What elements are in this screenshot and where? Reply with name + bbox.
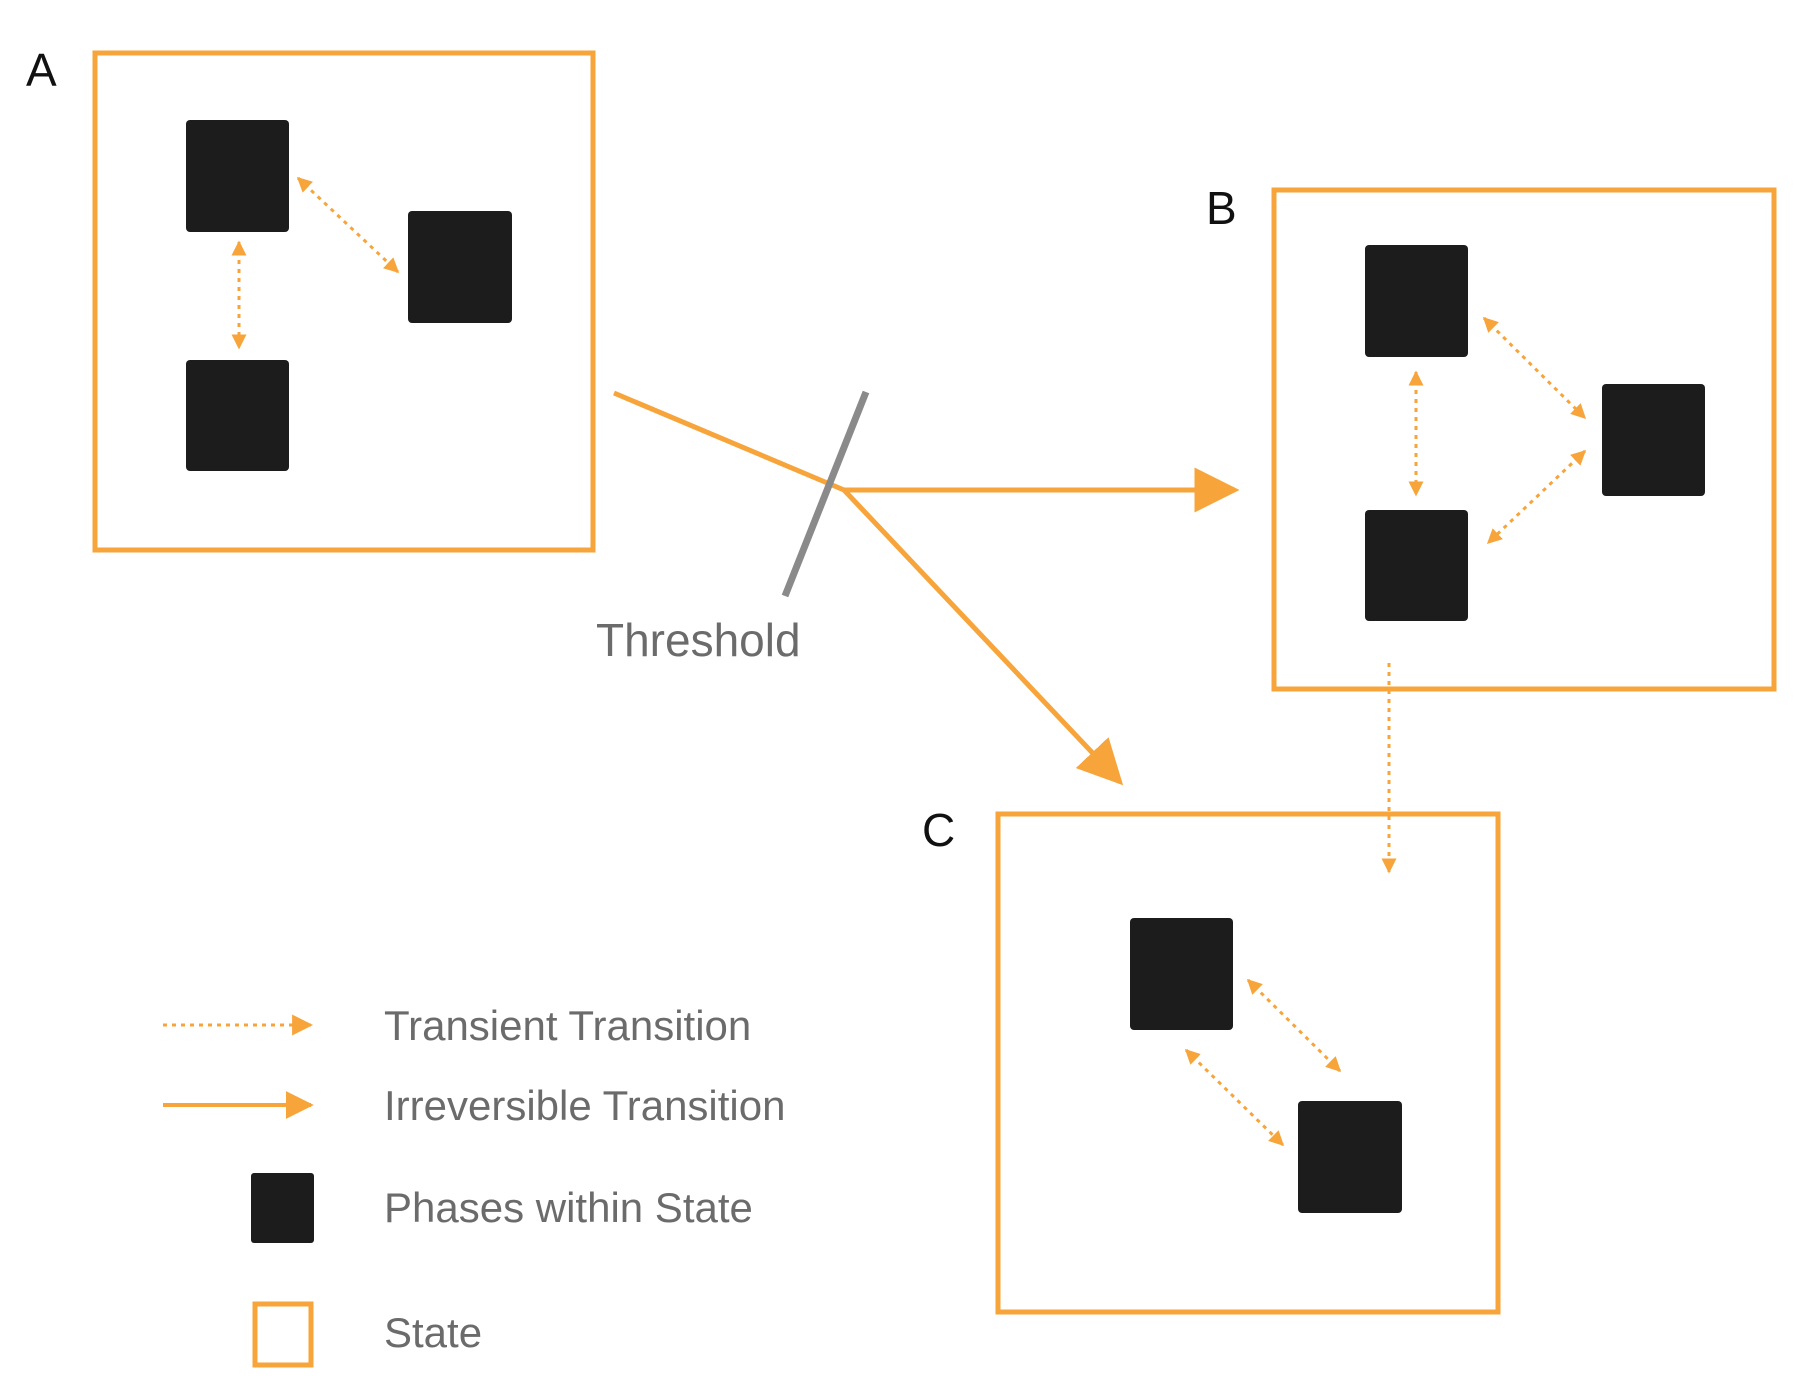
legend-state-label: State: [384, 1309, 482, 1356]
state-b-phase-2: [1602, 384, 1705, 496]
state-a-phase-1: [186, 120, 289, 232]
legend-irreversible-label: Irreversible Transition: [384, 1082, 785, 1129]
transient-arrow-b-1-2: [1482, 316, 1587, 420]
legend-phases-label: Phases within State: [384, 1184, 753, 1231]
state-a-label: A: [26, 44, 57, 96]
legend-state-icon: [252, 1301, 314, 1368]
legend-transient-label: Transient Transition: [384, 1002, 751, 1049]
threshold-bar: [781, 390, 870, 598]
state-a-phase-3: [186, 360, 289, 471]
legend-phase-icon: [251, 1173, 314, 1243]
transient-arrow-c-1-2a: [1246, 978, 1342, 1073]
state-a: [92, 50, 596, 553]
transient-arrow-b-2-3: [1486, 449, 1587, 545]
legend: Transient Transition Irreversible Transi…: [163, 1002, 785, 1368]
state-c-box: [995, 811, 1501, 1315]
state-b-phase-1: [1365, 245, 1468, 357]
state-c-phase-2: [1298, 1101, 1402, 1213]
state-c: [995, 811, 1501, 1315]
state-b: [1271, 187, 1777, 692]
state-b-phase-3: [1365, 510, 1468, 621]
state-a-phase-2: [408, 211, 512, 323]
state-b-label: B: [1206, 182, 1237, 234]
state-c-label: C: [922, 804, 955, 856]
threshold-label: Threshold: [596, 614, 801, 666]
state-a-box: [92, 50, 596, 553]
irreversible-arrow-to-c: [842, 488, 1124, 786]
irreversible-line-a-to-threshold: [613, 390, 845, 493]
state-c-phase-1: [1130, 918, 1233, 1030]
